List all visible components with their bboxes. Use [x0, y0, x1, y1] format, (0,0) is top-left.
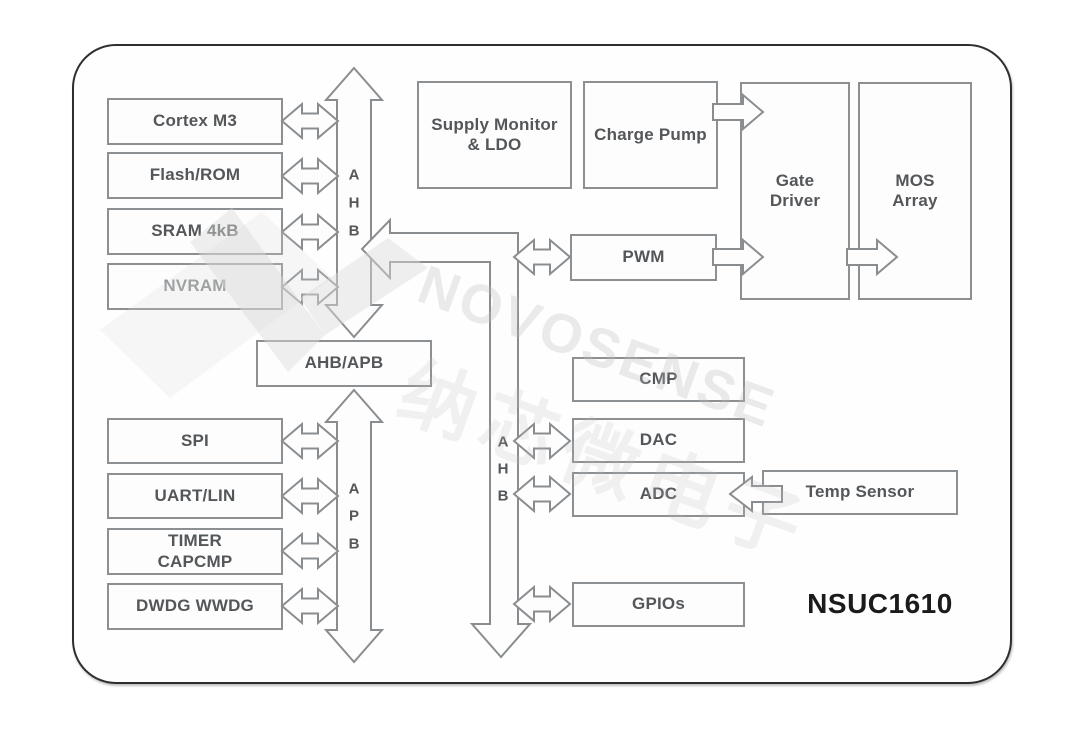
block-label: AHB/APB [304, 353, 384, 373]
block-dac: DAC [572, 418, 745, 463]
block-label: GPIOs [632, 594, 685, 614]
block-label: Temp Sensor [805, 482, 915, 502]
block-gpios: GPIOs [572, 582, 745, 627]
block-label-line2: Array [892, 191, 938, 210]
block-label-line2: CAPCMP [157, 551, 233, 571]
block-pwm: PWM [570, 234, 717, 281]
block-charge-pump: Charge Pump [583, 81, 718, 189]
block-label: SRAM 4kB [151, 221, 239, 241]
block-label: NVRAM [163, 276, 227, 296]
block-dwdg-wwdg: DWDG WWDG [107, 583, 283, 630]
block-mos-array: MOS Array [858, 82, 972, 300]
block-sram: SRAM 4kB [107, 208, 283, 255]
block-label: Flash/ROM [149, 165, 241, 185]
block-cortex-m3: Cortex M3 [107, 98, 283, 145]
block-cmp: CMP [572, 357, 745, 402]
block-temp-sensor: Temp Sensor [762, 470, 958, 515]
block-label-line1: MOS [895, 170, 935, 190]
block-label: ADC [639, 484, 678, 504]
block-label: PWM [622, 247, 665, 267]
block-flash-rom: Flash/ROM [107, 152, 283, 199]
block-gate-driver: Gate Driver [740, 82, 850, 300]
block-timer-capcmp: TIMER CAPCMP [107, 528, 283, 575]
block-supply-monitor-ldo: Supply Monitor & LDO [417, 81, 572, 189]
block-spi: SPI [107, 418, 283, 464]
block-label: UART/LIN [154, 485, 236, 505]
block-ahb-apb-bridge: AHB/APB [256, 340, 432, 387]
block-label-line2: Driver [769, 191, 821, 210]
block-label-line2: & LDO [467, 135, 522, 154]
block-label-line1: TIMER [168, 531, 222, 551]
block-label-line1: Gate [775, 170, 815, 190]
block-adc: ADC [572, 472, 745, 517]
block-label-line1: Supply Monitor [431, 114, 558, 134]
block-nvram: NVRAM [107, 263, 283, 310]
block-label: Charge Pump [594, 124, 707, 144]
block-label: SPI [180, 430, 209, 450]
block-label: DAC [639, 430, 678, 450]
block-label: CMP [639, 369, 678, 389]
block-uart-lin: UART/LIN [107, 473, 283, 519]
block-label: DWDG WWDG [136, 596, 254, 616]
part-number-label: NSUC1610 [807, 588, 953, 619]
block-label: Cortex M3 [153, 111, 237, 131]
